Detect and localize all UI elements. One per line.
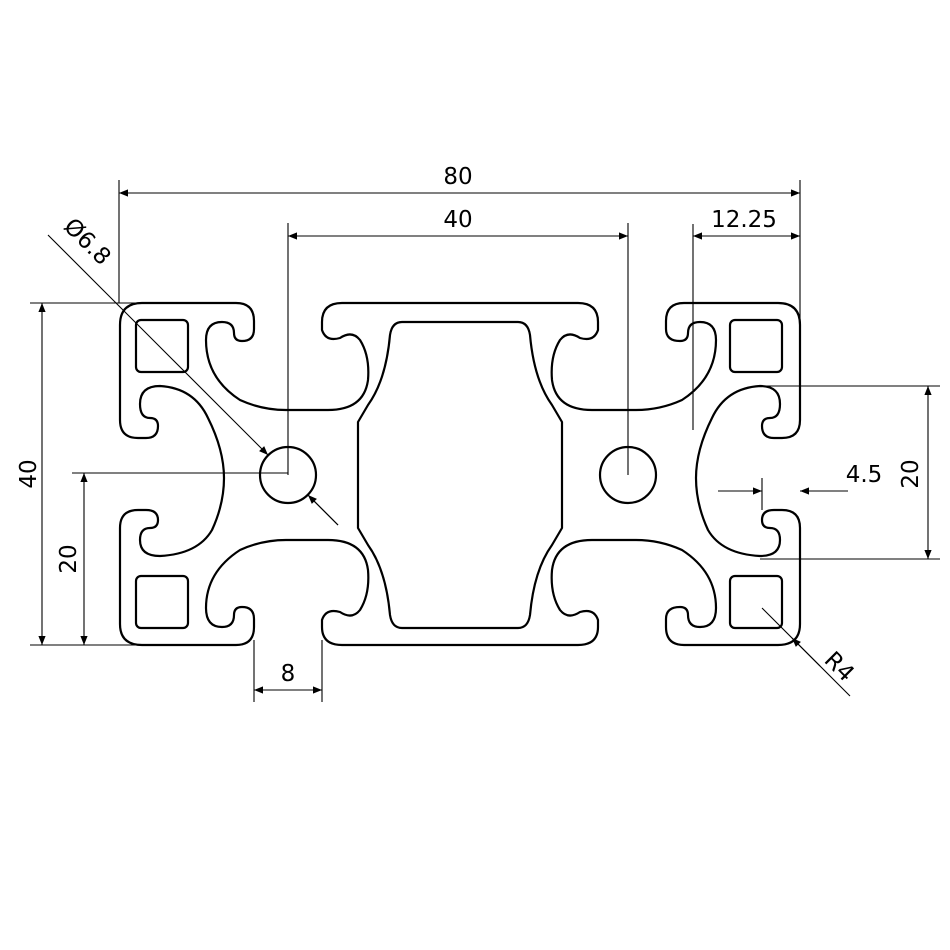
- dim-lip-thickness: 4.5: [718, 462, 882, 510]
- label-lip-thickness: 4.5: [846, 462, 883, 488]
- label-inner-spacing: 20: [898, 459, 924, 488]
- dim-hole-diameter: Ø6.8: [47, 214, 339, 526]
- dim-edge-offset: 12.25: [692, 207, 800, 430]
- label-slot-width: 8: [281, 661, 296, 687]
- label-hole-diameter: Ø6.8: [58, 214, 115, 271]
- profile-outline: [118, 301, 802, 647]
- label-half-height: 20: [56, 544, 82, 573]
- dim-inner-spacing: 20: [760, 385, 940, 560]
- label-corner-radius: R4: [819, 647, 859, 687]
- dim-corner-radius: R4: [761, 607, 859, 697]
- label-slot-spacing: 40: [443, 207, 472, 233]
- dim-slot-spacing: 40: [287, 207, 629, 475]
- label-overall-width: 80: [443, 164, 472, 190]
- dim-slot-width: 8: [253, 640, 323, 702]
- label-overall-height: 40: [16, 459, 42, 488]
- label-edge-offset: 12.25: [711, 207, 777, 233]
- dim-overall-height: 40: [16, 302, 142, 646]
- dim-half-height: 20: [56, 472, 288, 645]
- dim-overall-width: 80: [118, 164, 801, 325]
